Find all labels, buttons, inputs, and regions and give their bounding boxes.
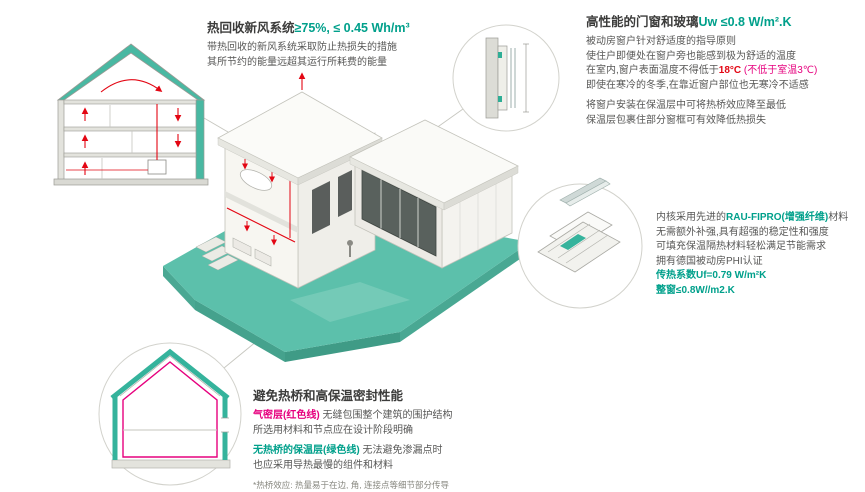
profile-line: 内核采用先进的RAU-FIPRO(增强纤维)材料 [656,211,862,226]
airtight-layer-label: 气密层(红色线) [253,410,320,421]
profile-uw-value: 整窗≤0.8W//m2.K [656,284,735,296]
windows-line: 保温层包裹住部分窗框可有效降低热损失 [586,114,766,126]
heat-recovery-section-illustration [53,43,209,186]
windows-title-text: 高性能的门窗和玻璃 [586,15,699,29]
thermal-line: 无热桥的保温层(绿色线) 无法避免渗漏点时 [253,444,568,459]
thermal-house-callout [98,342,242,486]
red-airflow-arrows [66,79,182,175]
thermal-line: 气密层(红色线) 无缝包围整个建筑的围护结构 [253,409,568,424]
profile-line1-post: 材料 [828,212,849,223]
profile-text-block: 内核采用先进的RAU-FIPRO(增强纤维)材料 无需额外补强,具有超强的稳定性… [656,211,862,298]
profile-uf-value: 传热系数Uf=0.79 W/m²K [656,270,767,281]
windows-text-block: 高性能的门窗和玻璃Uw ≤0.8 W/m².K 被动房窗户针对舒适度的指导原则 … [586,14,860,128]
windows-line: 即使在寒冷的冬季,在靠近窗户部位也无寒冷不适感 [586,79,809,91]
thermal-footnote: *热桥效应: 热量易于在边, 角, 连接点等细节部分传导 [253,480,449,490]
ventilation-line: 其所节约的能量远超其运行所耗费的能量 [207,56,387,68]
windows-line: 被动房窗户针对舒适度的指导原则 [586,36,736,47]
profile-detail-callout [517,177,643,309]
thermal-line1-rest: 无缝包围整个建筑的围护结构 [319,410,453,421]
ventilation-title: 热回收新风系统≥75%, ≤ 0.45 Wh/m³ [207,20,469,36]
ventilation-title-value: ≥75%, ≤ 0.45 Wh/m³ [294,21,410,35]
flat-roof-slab [217,72,383,186]
airtight-layer-red-line [122,361,218,458]
windows-temp-note: (不低于室温3℃) [741,65,818,76]
human-figure [347,240,353,257]
windows-title: 高性能的门窗和玻璃Uw ≤0.8 W/m².K [586,14,860,30]
bathtub [239,169,273,191]
windows-title-value: Uw ≤0.8 W/m².K [698,15,792,29]
thermal-line: 所选用材料和节点应在设计阶段明确 [253,424,413,436]
window-detail-callout [452,24,560,132]
thermal-line3-rest: 无法避免渗漏点时 [359,445,443,456]
thermal-line: 也应采用导热最慢的组件和材料 [253,459,393,471]
profile-line: 拥有德国被动房PHI认证 [656,255,763,267]
ventilation-title-text: 热回收新风系统 [207,21,295,35]
profile-line1-pre: 内核采用先进的 [656,212,726,223]
profile-brand: RAU-FIPRO(增强纤维) [726,212,829,223]
windows-line: 使住户即便处在窗户旁也能感到极为舒适的温度 [586,50,796,62]
profile-line: 可填充保温隔热材料轻松满足节能需求 [656,241,826,252]
ventilation-line: 带热回收的新风系统采取防止热损失的措施 [207,42,397,53]
windows-temp-value: 18°C [718,65,742,76]
insulation-layer-green-line [110,348,230,400]
ventilation-text-block: 热回收新风系统≥75%, ≤ 0.45 Wh/m³ 带热回收的新风系统采取防止热… [207,20,469,70]
thermal-title: 避免热桥和高保温密封性能 [253,389,404,403]
windows-line3-pre: 在室内,窗户表面温度不得低于 [586,65,719,76]
profile-line: 无需额外补强,具有超强的稳定性和强度 [656,226,829,238]
heat-exchanger-unit [147,159,167,175]
main-house-illustration [163,72,530,362]
windows-line: 将窗户安装在保温层中可将热桥效应降至最低 [586,100,786,111]
glazed-wing [349,119,519,269]
insulation-layer-label: 无热桥的保温层(绿色线) [253,445,360,456]
thermal-text-block: 避免热桥和高保温密封性能 气密层(红色线) 无缝包围整个建筑的围护结构 所选用材… [253,388,568,492]
windows-line: 在室内,窗户表面温度不得低于18°C (不低于室温3℃) [586,64,860,79]
